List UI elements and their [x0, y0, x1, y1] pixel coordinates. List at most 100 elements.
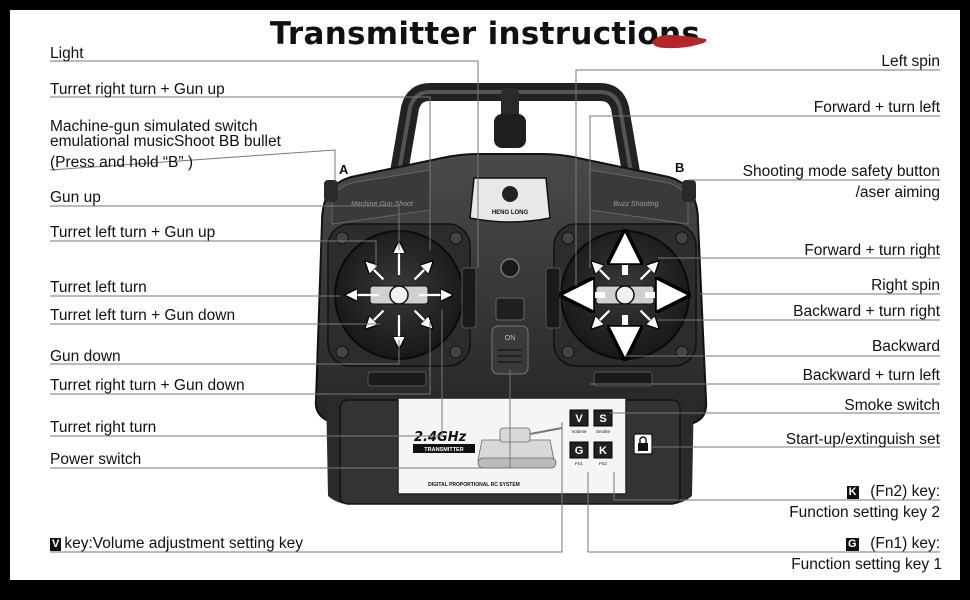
left-label-3: emulational musicShoot BB bullet	[50, 133, 281, 151]
right-label-12: Function setting key 2	[789, 504, 940, 522]
right-label-2-text: Shooting mode safety button	[742, 163, 940, 180]
brush-stroke-decoration	[652, 34, 707, 49]
key-v-caption: Volume	[571, 429, 587, 434]
right-label-1-text: Forward + turn left	[813, 99, 940, 116]
right-label-10-text: Start-up/extinguish set	[785, 431, 940, 448]
right-label-6: Backward + turn right	[793, 303, 940, 321]
left-label-3-text: emulational musicShoot BB bullet	[50, 133, 281, 150]
right-label-10: Start-up/extinguish set	[786, 431, 940, 449]
left-label-6: Turret left turn + Gun up	[50, 224, 215, 242]
transmitter-body: Machine Gun Shoot Buzz Shooting HENG LON…	[314, 83, 708, 505]
right-stick[interactable]	[615, 285, 635, 305]
left-label-0: Light	[50, 45, 84, 63]
right-label-9-text: Smoke switch	[844, 397, 940, 414]
leader-line-left-13	[50, 422, 563, 553]
right-label-6-text: Backward + turn right	[793, 303, 940, 320]
tank-illustration	[477, 427, 563, 469]
right-panel-marking: Buzz Shooting	[613, 201, 658, 208]
left-stick-arrow-3	[413, 309, 429, 325]
right-stick-arrow-5	[595, 309, 611, 325]
left-bottom-trim[interactable]	[367, 371, 427, 387]
key-g-caption: Fn1	[575, 461, 583, 466]
right-trim-slider[interactable]	[545, 267, 561, 329]
right-label-3-text: /aser aiming	[855, 184, 940, 201]
right-label-14: Function setting key 1	[791, 556, 942, 574]
left-stick-arrow-7	[369, 265, 385, 281]
leader-line-left-10	[50, 322, 431, 395]
switch-a-knob[interactable]	[324, 180, 338, 202]
right-label-2: Shooting mode safety button	[743, 163, 940, 181]
key-v-glyph: V	[575, 413, 583, 425]
right-label-7: Backward	[872, 338, 940, 356]
key-s-caption: Smoke	[596, 429, 611, 434]
system-marking: DIGITAL PROPORTIONAL RC SYSTEM	[428, 482, 520, 488]
leader-line-right-13	[587, 472, 940, 553]
right-label-13-key-glyph: G	[846, 538, 859, 551]
left-label-1: Turret right turn + Gun up	[50, 81, 225, 99]
right-bottom-trim[interactable]	[593, 371, 653, 387]
key-k-caption: Fn2	[599, 461, 607, 466]
leader-line-right-0	[575, 69, 940, 286]
left-panel-marking: Machine Gun Shoot	[351, 201, 414, 208]
left-label-5: Gun up	[50, 189, 101, 207]
right-label-11-text: (Fn2) key:	[870, 483, 940, 500]
leader-lines	[49, 60, 940, 553]
left-label-12: Power switch	[50, 451, 141, 469]
left-stick-arrow-5	[369, 309, 385, 325]
right-label-9: Smoke switch	[844, 397, 940, 415]
leader-line-right-11	[613, 472, 940, 501]
power-switch-marking: ON	[505, 335, 516, 342]
lock-icon	[638, 436, 648, 451]
light-led	[500, 258, 520, 278]
left-label-11-text: Turret right turn	[50, 419, 157, 436]
diagram-canvas: Transmitter instructions	[10, 10, 960, 580]
leader-line-right-1	[589, 115, 940, 268]
right-label-3: /aser aiming	[856, 184, 940, 202]
key-v-button[interactable]	[569, 409, 589, 427]
right-label-8: Backward + turn left	[803, 367, 940, 385]
right-label-12-text: Function setting key 2	[789, 504, 940, 521]
right-label-8-text: Backward + turn left	[802, 367, 940, 384]
left-label-6-text: Turret left turn + Gun up	[50, 224, 216, 241]
leader-line-left-6	[50, 240, 377, 268]
transmitter-label: TRANSMITTER	[424, 447, 463, 453]
left-label-4-text: (Press and hold “B” )	[50, 154, 193, 171]
right-label-5: Right spin	[871, 277, 940, 295]
right-label-13: G (Fn1) key:	[846, 535, 940, 553]
left-stick[interactable]	[389, 285, 409, 305]
key-k-button[interactable]	[593, 441, 613, 459]
left-label-2: Machine-gun simulated switch	[50, 118, 258, 136]
key-g-button[interactable]	[569, 441, 589, 459]
frequency-badge: 2.4GHz	[414, 430, 467, 445]
leader-line-left-1	[50, 96, 431, 250]
left-stick-arrow-1	[413, 265, 429, 281]
key-s-button[interactable]	[593, 409, 613, 427]
left-label-0-text: Light	[50, 45, 84, 62]
right-label-0-text: Left spin	[881, 53, 940, 70]
leader-line-left-11	[50, 310, 443, 437]
key-k-glyph: K	[599, 445, 607, 457]
right-label-7-text: Backward	[871, 338, 940, 355]
key-s-glyph: S	[599, 413, 606, 425]
left-label-10: Turret right turn + Gun down	[50, 377, 245, 395]
leader-line-left-12	[50, 370, 511, 469]
switch-b-knob[interactable]	[682, 180, 696, 202]
right-label-1: Forward + turn left	[814, 99, 940, 117]
left-label-12-text: Power switch	[50, 451, 142, 468]
left-label-11: Turret right turn	[50, 419, 156, 437]
left-trim-slider[interactable]	[461, 267, 477, 329]
right-label-0: Left spin	[881, 53, 940, 71]
transmitter-diagram: Machine Gun Shoot Buzz Shooting HENG LON…	[49, 60, 940, 553]
left-label-8-text: Turret left turn + Gun down	[50, 307, 236, 324]
left-label-7-text: Turret left turn	[50, 279, 147, 296]
right-label-13-text: (Fn1) key:	[870, 535, 940, 552]
leader-line-left-5	[50, 205, 400, 250]
brand-name: HENG LONG	[492, 210, 529, 216]
leader-line-left-9	[50, 340, 400, 365]
left-label-1-text: Turret right turn + Gun up	[50, 81, 225, 98]
leader-line-left-4	[49, 149, 336, 180]
left-label-9-text: Gun down	[50, 348, 121, 365]
right-label-4: Forward + turn right	[804, 242, 940, 260]
left-label-5-text: Gun up	[50, 189, 101, 206]
right-label-14-text: Function setting key 1	[791, 556, 942, 573]
